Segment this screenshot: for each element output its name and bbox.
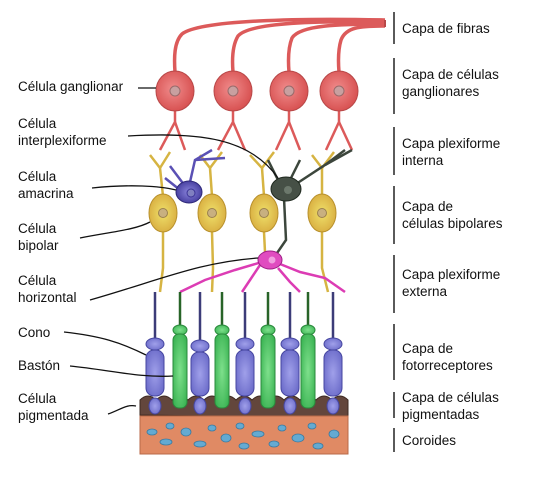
label-rod: Bastón (18, 358, 61, 373)
leader-amacrine (91, 185, 177, 191)
cone (323, 337, 343, 415)
rods (172, 324, 316, 409)
layer-bar-inner-plexiform (393, 127, 395, 175)
label-fiber-layer: Capa de fibras (402, 21, 490, 36)
layer-bar-photoreceptors (393, 324, 395, 380)
leader-lines (63, 87, 279, 415)
layer-bar-choroid (393, 428, 395, 452)
cone (190, 339, 210, 415)
label-photoreceptor-layer: Capa de fotorreceptores (402, 341, 493, 373)
cone (235, 337, 255, 415)
layer-bar-ganglion (393, 58, 395, 114)
label-outer-plexiform-layer: Capa plexiforme externa (402, 267, 501, 299)
cones (145, 337, 343, 415)
label-ganglion-cell: Célula ganglionar (18, 79, 124, 94)
leader-rod (69, 365, 174, 377)
label-bipolar-layer: Capa de células bipolares (402, 199, 503, 231)
rod (300, 324, 316, 409)
label-horizontal-cell: Célula horizontal (18, 273, 77, 305)
amacrine-cell (164, 148, 226, 204)
label-amacrine-cell: Célula amacrina (18, 169, 74, 201)
bipolar-cells (148, 151, 337, 293)
leader-cone (63, 331, 147, 356)
label-bipolar-cell: Célula bipolar (18, 221, 59, 253)
label-interplexiform-cell: Célula interplexiforme (18, 116, 107, 148)
horizontal-cell (179, 250, 346, 294)
leader-interplexiform (127, 134, 279, 179)
label-pigment-layer: Capa de células pigmentadas (402, 390, 499, 422)
ganglion-cells (155, 70, 359, 151)
layer-bar-bipolar (393, 186, 395, 244)
layer-bar-fibers (393, 12, 395, 44)
label-pigment-cell: Célula pigmentada (18, 391, 89, 423)
leader-bipolar (79, 221, 151, 239)
layer-bar-pigment (393, 392, 395, 418)
choroid-layer (139, 415, 349, 455)
label-cone: Cono (18, 325, 51, 340)
nerve-fibers (172, 17, 386, 73)
rod (172, 324, 188, 409)
leader-pigment (107, 404, 137, 415)
leader-horizontal (89, 257, 259, 301)
photoreceptor-axons (153, 292, 335, 342)
layer-bar-outer-plexiform (393, 255, 395, 313)
cone (280, 337, 300, 415)
rod (260, 324, 276, 409)
label-choroid: Coroides (402, 433, 457, 448)
label-inner-plexiform-layer: Capa plexiforme interna (402, 136, 501, 168)
cone (145, 337, 165, 415)
label-ganglion-layer: Capa de células ganglionares (402, 67, 499, 99)
rod (214, 324, 230, 409)
